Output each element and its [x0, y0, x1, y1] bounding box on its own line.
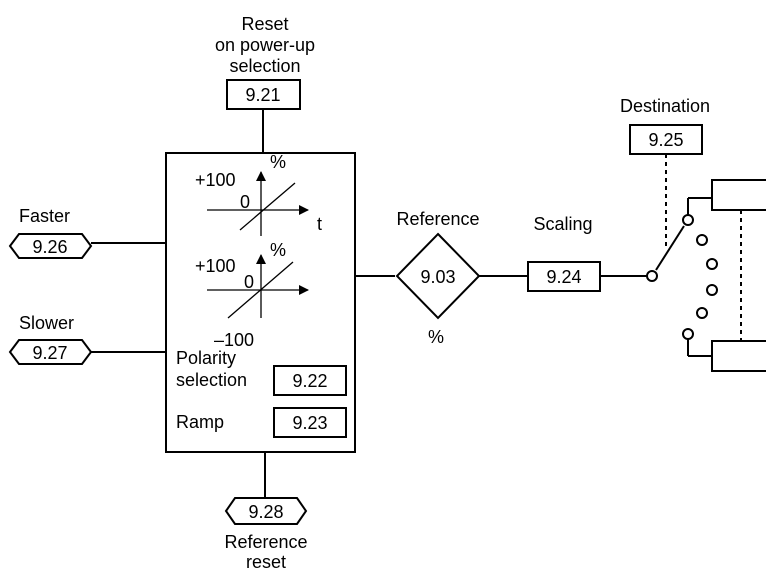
param-9-22: 9.22	[292, 371, 327, 391]
param-9-26: 9.26	[32, 237, 67, 257]
switch-pivot	[646, 270, 658, 282]
param-9-21: 9.21	[245, 85, 280, 105]
faster-input: Faster 9.26	[8, 206, 166, 259]
polarity-label-line1: Polarity	[176, 348, 236, 368]
faster-label: Faster	[19, 206, 70, 226]
switch-contact-3	[706, 258, 718, 270]
reference-unit: %	[428, 327, 444, 347]
destination-label: Destination	[620, 96, 710, 116]
reference-label: Reference	[396, 209, 479, 229]
slower-label: Slower	[19, 313, 74, 333]
ramp-t: t	[317, 214, 322, 234]
ramp-slope-line	[239, 182, 296, 231]
polarity-slope-line	[227, 261, 294, 319]
param-hex-9-28[interactable]	[224, 497, 308, 525]
polarity-zero: 0	[244, 272, 254, 292]
switch-contact-5	[696, 307, 708, 319]
destination-selector-switch	[646, 179, 766, 372]
reset-label-line1: Reset	[241, 14, 288, 34]
reset-label-line3: selection	[229, 56, 300, 76]
slower-input: Slower 9.27	[8, 313, 166, 365]
polarity-minus100: –100	[214, 330, 254, 350]
ramp-label: Ramp	[176, 412, 224, 432]
polarity-graph: +100 % 0 –100	[195, 240, 309, 350]
param-9-24: 9.24	[546, 267, 581, 287]
ramp-percent: %	[270, 152, 286, 172]
destination-box-top	[711, 179, 766, 211]
switch-contact-top	[682, 214, 694, 226]
reference-reset-block: 9.28 Reference reset	[224, 452, 308, 570]
ramp-plus100: +100	[195, 170, 236, 190]
polarity-plus100: +100	[195, 256, 236, 276]
scaling-label: Scaling	[533, 214, 592, 234]
destination-box-bottom	[711, 340, 766, 372]
switch-contact-bottom	[682, 328, 694, 340]
polarity-label-line2: selection	[176, 370, 247, 390]
switch-arm	[655, 225, 685, 271]
reset-label-line2: on power-up	[215, 35, 315, 55]
polarity-percent: %	[270, 240, 286, 260]
param-9-25: 9.25	[648, 130, 683, 150]
param-box-9-22[interactable]	[273, 365, 347, 396]
reference-reset-line1: Reference	[224, 532, 307, 552]
ramp-graph: +100 % 0 t	[195, 152, 322, 236]
param-box-9-24[interactable]	[527, 261, 601, 292]
reference-reset-line2: reset	[246, 552, 286, 570]
param-box-9-25[interactable]	[629, 124, 703, 155]
param-diamond-9-03[interactable]	[395, 232, 481, 320]
param-box-9-23[interactable]	[273, 407, 347, 438]
param-9-03: 9.03	[420, 267, 455, 287]
param-9-28: 9.28	[248, 502, 283, 522]
switch-contact-4	[706, 284, 718, 296]
param-9-23: 9.23	[292, 413, 327, 433]
ramp-zero: 0	[240, 192, 250, 212]
param-hex-9-26[interactable]	[8, 233, 93, 259]
reset-on-powerup-block: Reset on power-up selection 9.21	[215, 14, 315, 153]
param-9-27: 9.27	[32, 343, 67, 363]
switch-contact-2	[696, 234, 708, 246]
